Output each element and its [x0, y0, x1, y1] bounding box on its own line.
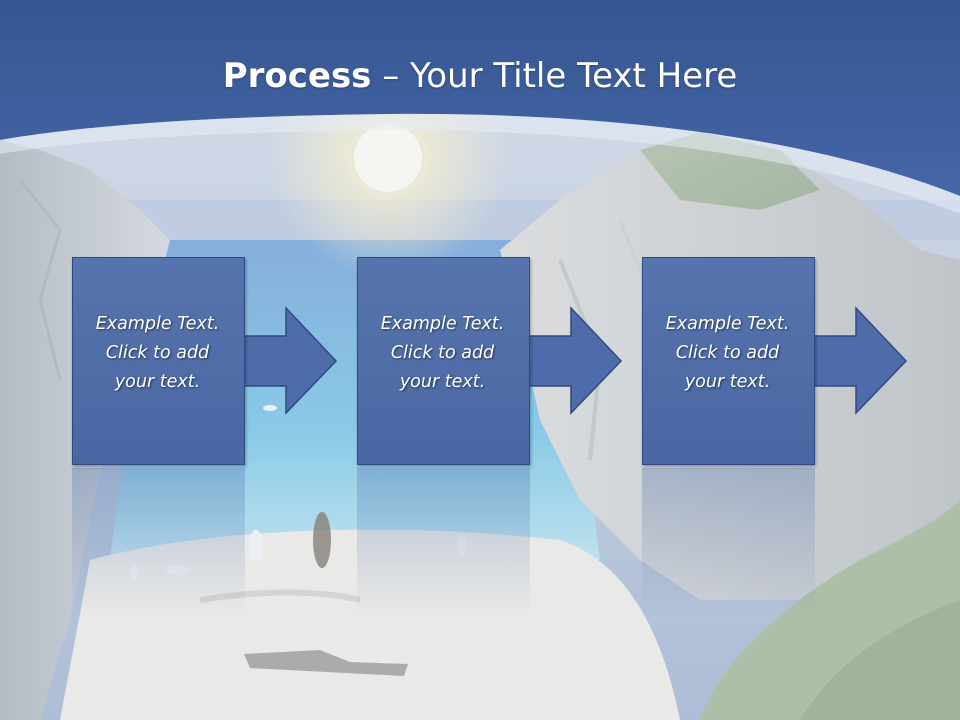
step-text[interactable]: Example Text. Click to add your text.: [95, 314, 220, 392]
process-step-3[interactable]: Example Text. Click to add your text.: [642, 257, 817, 465]
step-box: [72, 257, 245, 465]
step-text[interactable]: Example Text. Click to add your text.: [380, 314, 505, 392]
step-box: [357, 257, 530, 465]
process-step-1[interactable]: Example Text. Click to add your text.: [72, 257, 247, 465]
title-rest-part: – Your Title Text Here: [371, 56, 738, 96]
title-bold-part: Process: [222, 56, 372, 96]
step-reflection: [642, 468, 815, 618]
step-reflection: [72, 468, 245, 618]
process-step-2[interactable]: Example Text. Click to add your text.: [357, 257, 532, 465]
step-reflection: [357, 468, 530, 618]
arrow-right-icon: [526, 306, 623, 415]
arrow-right-icon: [811, 306, 908, 415]
step-text[interactable]: Example Text. Click to add your text.: [665, 314, 790, 392]
step-box: [642, 257, 815, 465]
arrow-right-icon: [241, 306, 338, 415]
slide-title: Process – Your Title Text Here: [0, 56, 960, 96]
